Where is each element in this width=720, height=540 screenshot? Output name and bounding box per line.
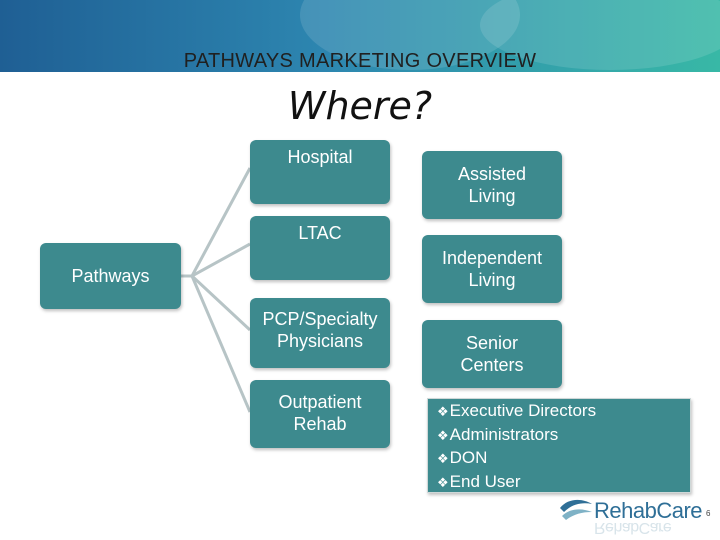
pathways-node: Pathways: [40, 243, 181, 309]
rehabcare-logo: RehabCare RehabCare: [558, 494, 708, 536]
page-title: PATHWAYS MARKETING OVERVIEW: [183, 50, 537, 72]
header-banner: [0, 0, 720, 72]
node-label: PCP/Specialty Physicians: [262, 309, 378, 351]
node-physicians: PCP/Specialty Physicians: [250, 298, 390, 368]
page-number: 6: [706, 509, 711, 518]
bullet-icon: ❖: [437, 451, 449, 466]
logo-swoosh-icon: [560, 499, 592, 520]
list-item: ❖Administrators: [437, 424, 559, 444]
list-item: ❖Executive Directors: [437, 401, 597, 420]
pathways-label: Pathways: [71, 266, 150, 286]
bullet-icon: ❖: [437, 404, 449, 419]
node-ltac: LTAC: [250, 216, 390, 280]
list-item: ❖End User: [437, 471, 521, 491]
node-label: Assisted Living: [457, 164, 527, 206]
node-outpatient-rehab: Outpatient Rehab: [250, 380, 390, 448]
slide-subtitle: Where?: [287, 84, 433, 128]
audience-list: ❖Executive Directors ❖Administrators ❖DO…: [427, 398, 691, 493]
node-label: LTAC: [298, 223, 342, 243]
node-hospital: Hospital: [250, 140, 390, 204]
node-label: Hospital: [287, 147, 353, 167]
logo-text: RehabCare: [594, 498, 703, 523]
bullet-icon: ❖: [437, 427, 449, 443]
node-senior-centers: Senior Centers: [422, 320, 562, 388]
node-independent-living: Independent Living: [422, 235, 562, 303]
node-label: Independent Living: [441, 248, 543, 290]
node-label: Outpatient Rehab: [278, 392, 362, 434]
list-item: ❖DON: [437, 448, 488, 467]
node-assisted-living: Assisted Living: [422, 151, 562, 219]
node-label: Senior Centers: [460, 333, 524, 375]
bullet-icon: ❖: [437, 474, 449, 490]
logo-reflection: RehabCare: [594, 519, 672, 536]
